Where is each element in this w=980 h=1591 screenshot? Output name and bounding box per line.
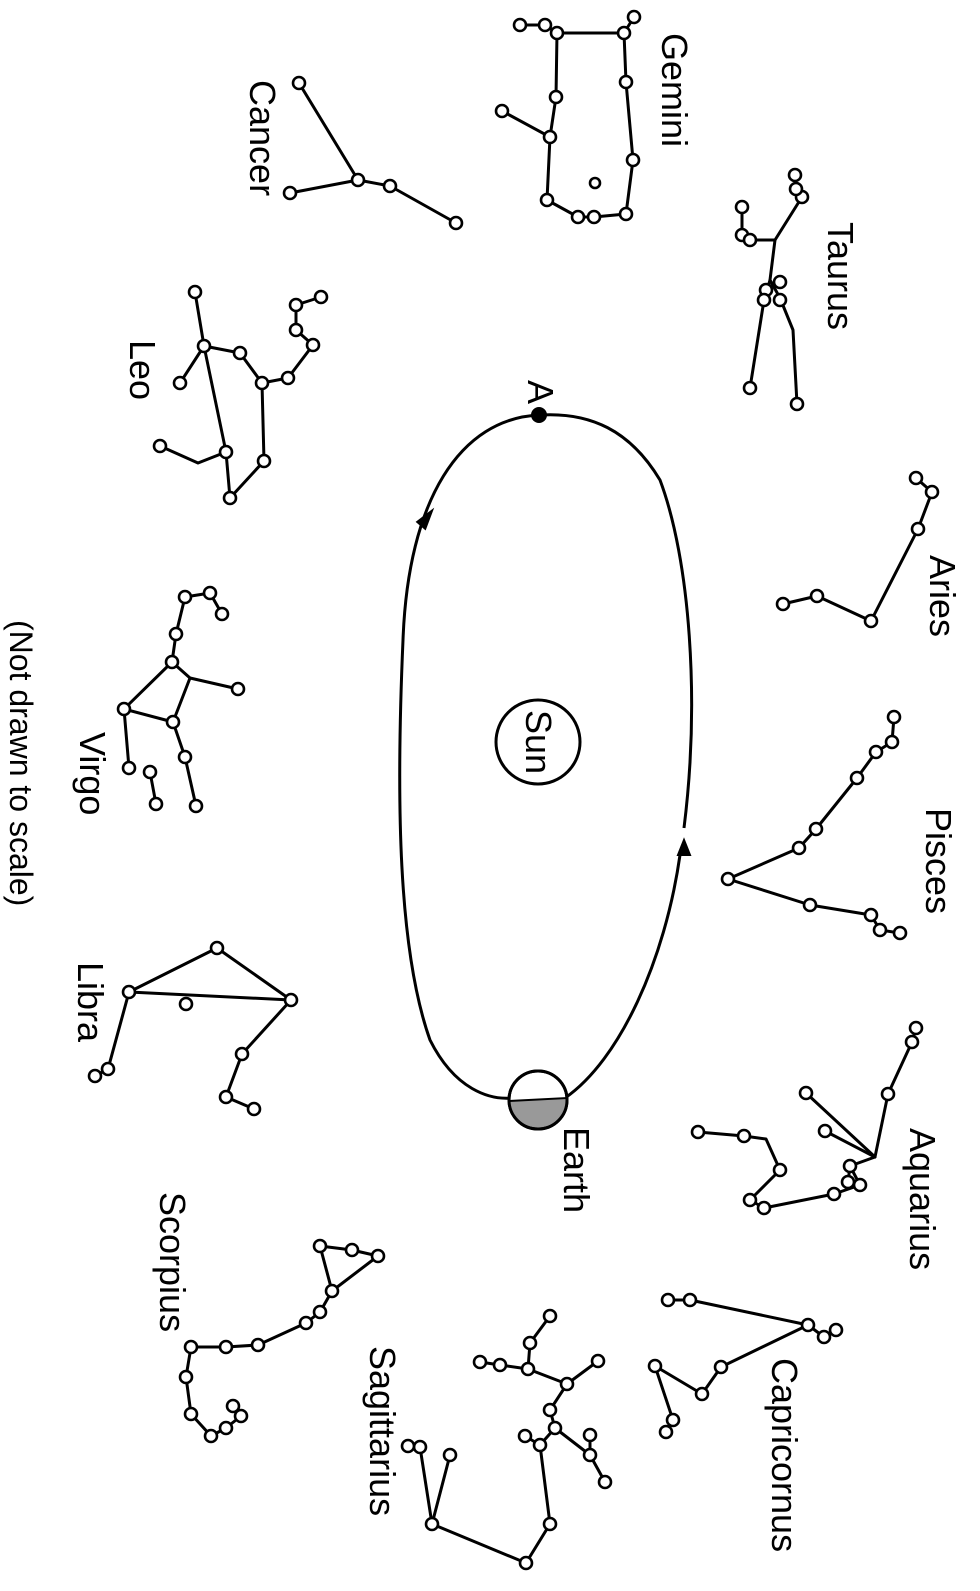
orbit-arrow-left [415,507,435,531]
gemini-label: Gemini [654,33,695,147]
point-a-label: A [520,380,561,404]
constellation-scorpius: Scorpius [152,1192,386,1444]
pisces-label: Pisces [918,808,959,914]
sun: Sun [494,698,582,786]
scorpius-label: Scorpius [152,1192,193,1332]
constellation-virgo: Virgo [72,585,246,815]
libra-label: Libra [70,962,111,1043]
constellation-gemini: Gemini [494,9,695,225]
constellation-capricornus: Capricornus [647,1292,844,1552]
earth-orbit [398,413,694,1100]
constellation-leo: Leo [122,284,329,506]
taurus-label: Taurus [820,222,861,330]
aquarius-label: Aquarius [902,1128,943,1270]
sun-label: Sun [518,710,559,774]
leo-label: Leo [122,340,163,400]
earth: Earth [507,1069,597,1213]
orbit-arrow-right [676,837,692,856]
constellation-aries: Aries [775,470,963,637]
constellation-pisces: Pisces [720,709,959,941]
capricornus-label: Capricornus [764,1358,805,1552]
earth-label: Earth [556,1127,597,1213]
constellation-cancer: Cancer [242,75,464,231]
point-a: A [520,380,561,423]
constellation-sagittarius: Sagittarius [362,1308,613,1571]
constellation-taurus: Taurus [734,167,861,412]
aries-label: Aries [922,555,963,637]
virgo-label: Virgo [72,732,113,815]
scale-note: (Not drawn to scale) [3,620,39,906]
cancer-label: Cancer [242,80,283,196]
constellation-libra: Libra [70,940,299,1117]
constellation-aquarius: Aquarius [690,1020,943,1270]
sagittarius-label: Sagittarius [362,1346,403,1516]
